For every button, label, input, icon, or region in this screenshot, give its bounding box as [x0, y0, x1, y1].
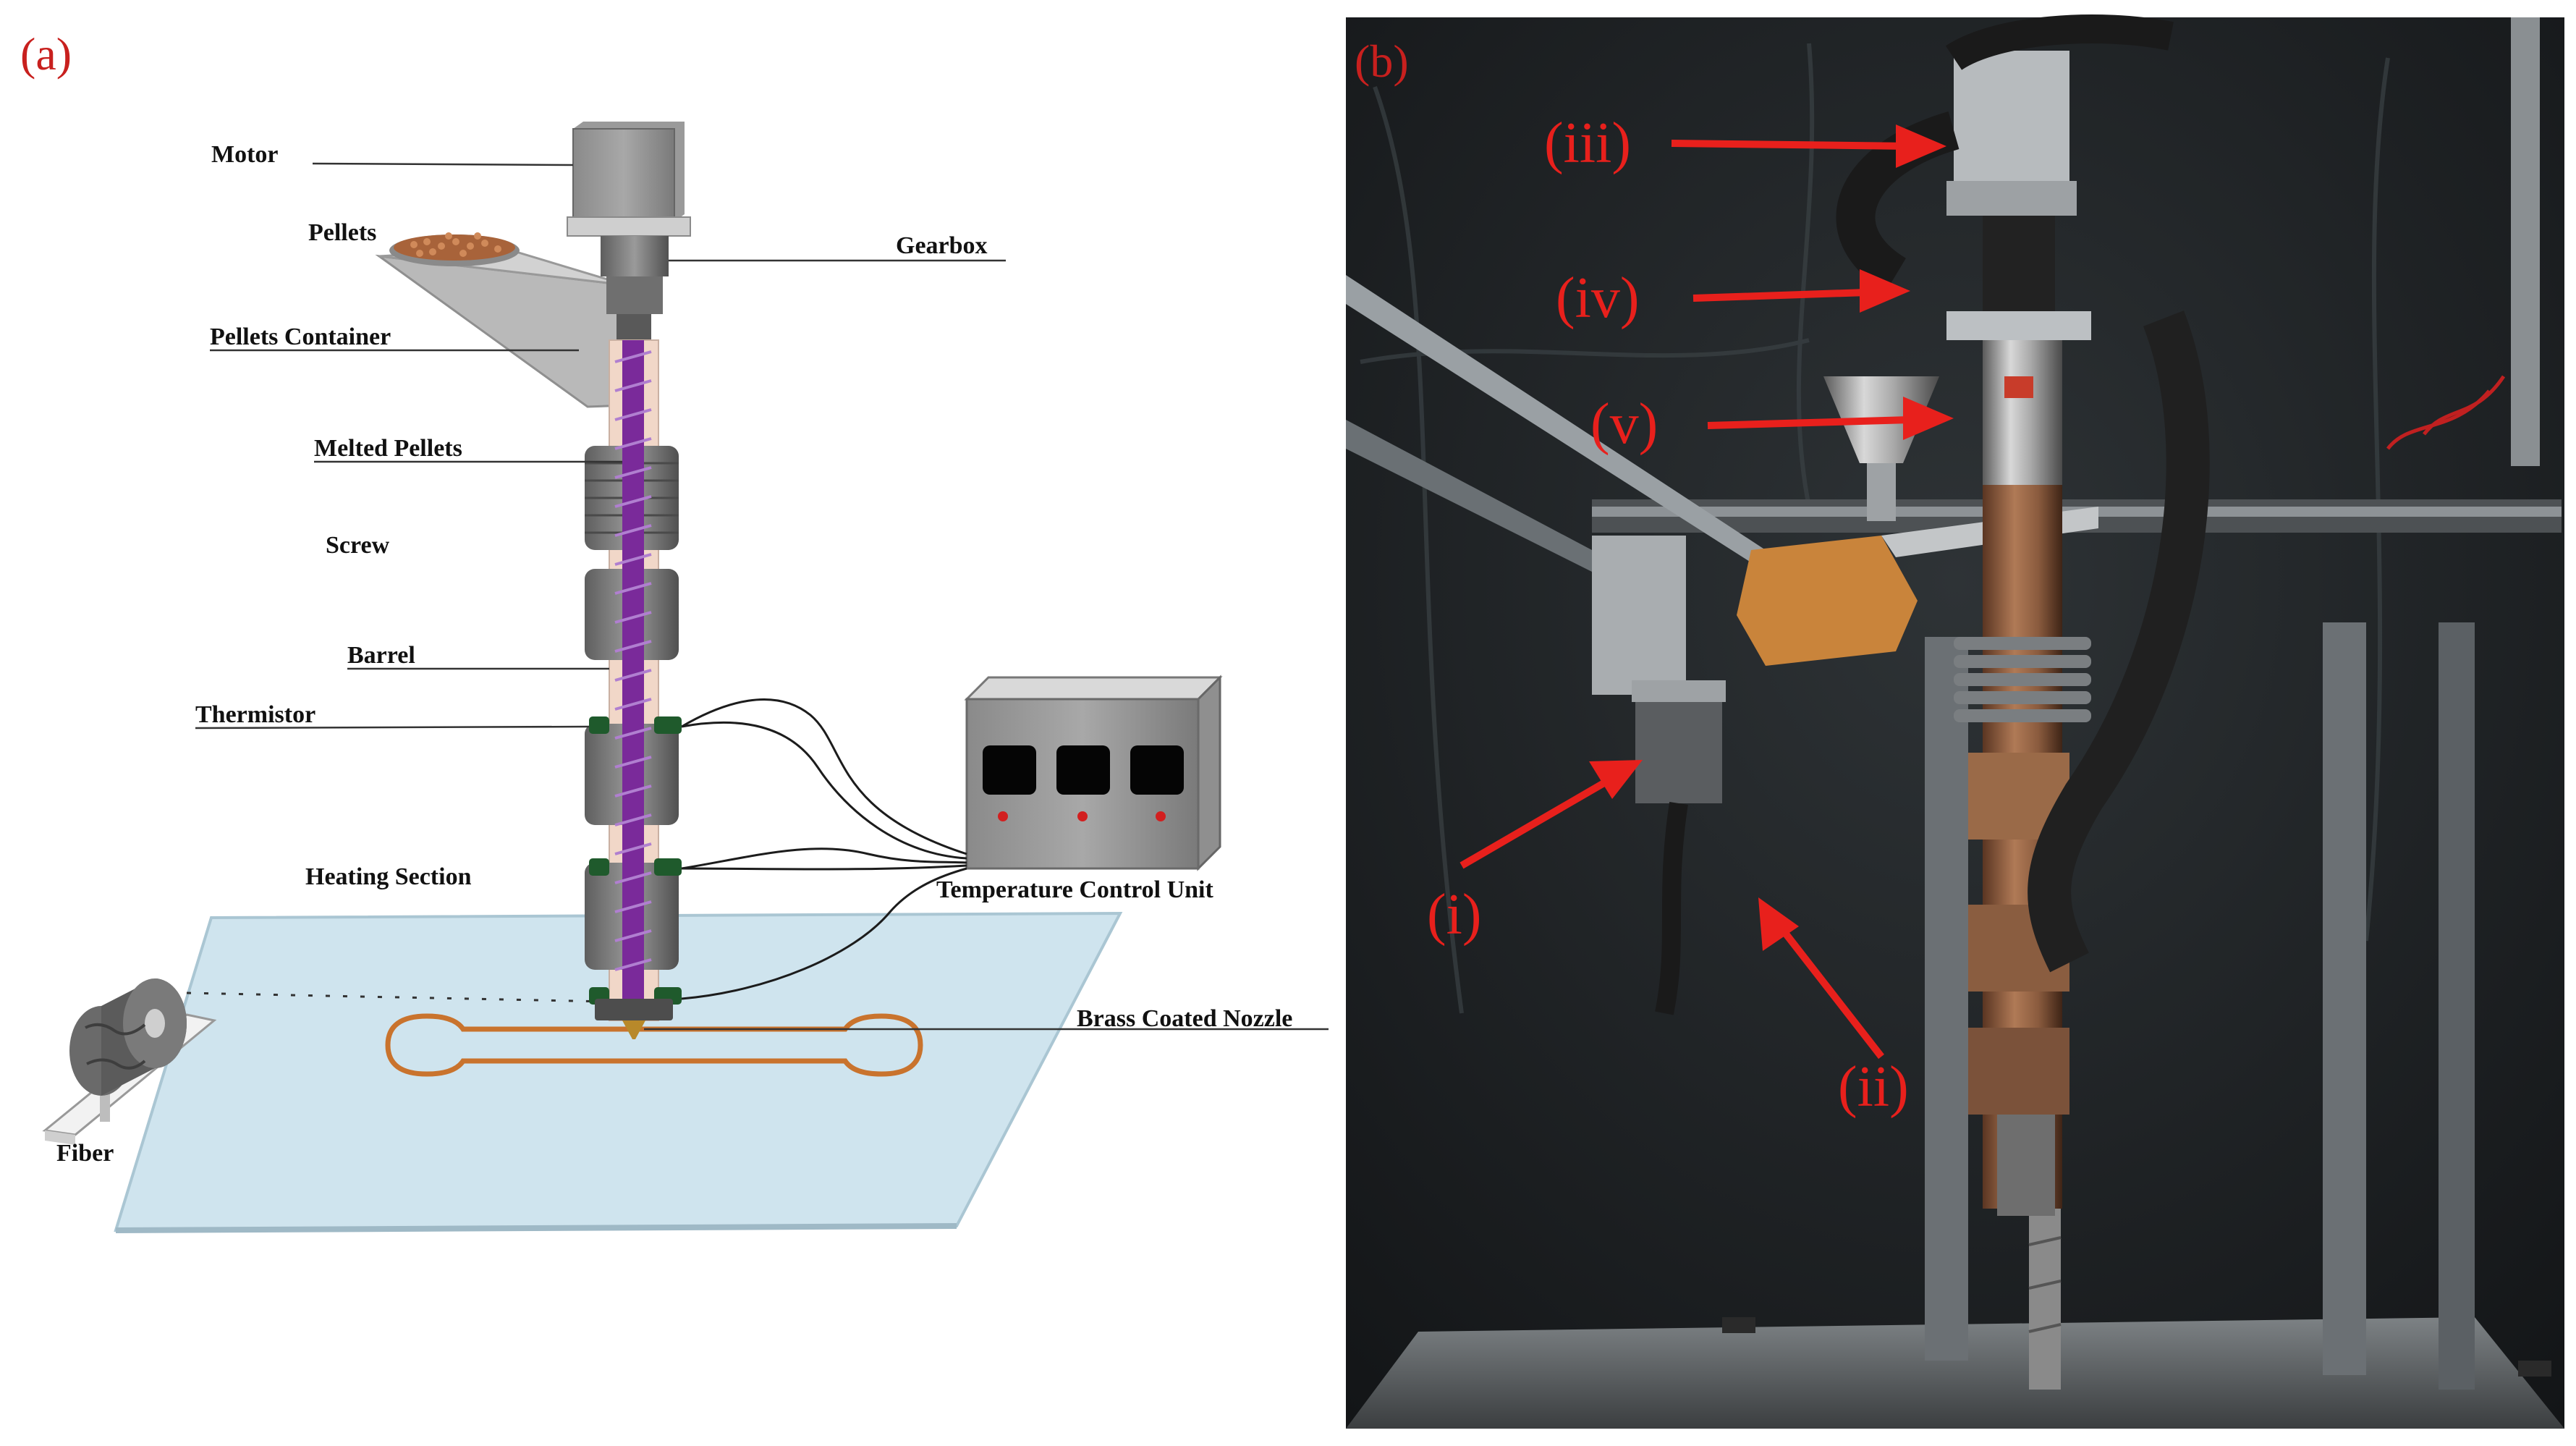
- barrel-label: Barrel: [347, 642, 415, 669]
- thermal-wires: [681, 698, 967, 1000]
- callout-arrows: [1459, 124, 1954, 1060]
- melted-pellets-label: Melted Pellets: [314, 435, 462, 462]
- orange-hopper: [1737, 536, 1918, 666]
- pellets-icon: [410, 232, 501, 257]
- callout-iv: (iv): [1556, 266, 1640, 330]
- schematic-panel: (a) Fiber: [20, 28, 1329, 1233]
- motor: [567, 122, 691, 237]
- callout-v: (v): [1590, 392, 1658, 456]
- fiber-label: Fiber: [56, 1140, 114, 1167]
- callout-i: (i): [1427, 883, 1482, 947]
- thermistor-label: Thermistor: [195, 701, 315, 728]
- panel-label-b: (b): [1355, 35, 1409, 87]
- fiber-spool: [42, 978, 217, 1145]
- photo-panel: (b) (iii) (iv) (v) (i) (ii): [1346, 14, 2564, 1429]
- pellets-container: [375, 232, 628, 408]
- screw: [614, 340, 652, 1000]
- panel-label-a: (a): [20, 28, 72, 80]
- thermistor-clips: [589, 716, 682, 1005]
- brass-coated-nozzle-label: Brass Coated Nozzle: [1077, 1005, 1292, 1032]
- temperature-control-unit-label: Temperature Control Unit: [936, 876, 1213, 903]
- pellets-container-label: Pellets Container: [210, 324, 391, 350]
- heating-section-label: Heating Section: [305, 863, 472, 890]
- brass-coated-nozzle: [595, 999, 673, 1039]
- temperature-control-unit: [964, 675, 1223, 871]
- pellets-label: Pellets: [308, 219, 376, 246]
- motor-label: Motor: [211, 141, 279, 168]
- dogbone-specimen: [385, 1013, 923, 1077]
- gearbox-label: Gearbox: [896, 232, 988, 259]
- callout-iii: (iii): [1544, 111, 1631, 175]
- screw-label: Screw: [326, 532, 390, 559]
- fiber-path: [186, 992, 609, 1003]
- callout-ii: (ii): [1838, 1055, 1909, 1119]
- gearbox: [601, 236, 669, 340]
- machine-floor: [1346, 1317, 2564, 1429]
